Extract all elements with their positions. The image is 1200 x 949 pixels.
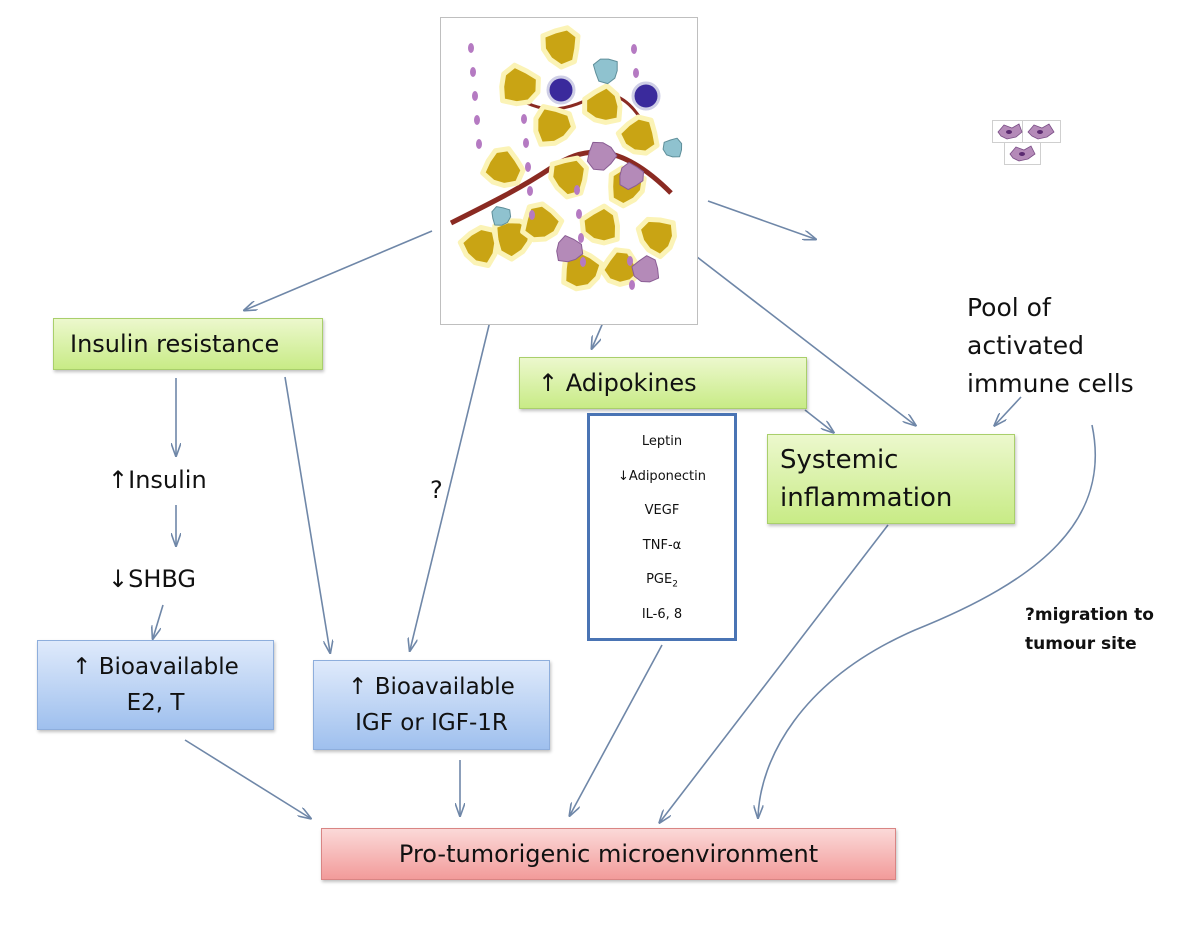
microenvironment-label: Pro-tumorigenic microenvironment (398, 840, 819, 868)
adipose-tissue-illustration (440, 17, 698, 325)
fibroblast-cell (491, 206, 512, 226)
immune-pool-label: Pool of activated immune cells (967, 289, 1134, 403)
arrow-e2-to-microenvironment (184, 739, 310, 818)
nucleus-mark (578, 233, 584, 243)
arrow-pool-to-inflammation (995, 396, 1022, 425)
arrow-image-to-igf (410, 279, 501, 650)
bioavailable-igf-label-line2: IGF or IGF-1R (355, 710, 508, 736)
shbg-label: ↓SHBG (108, 565, 197, 593)
nucleus-mark (529, 210, 535, 220)
immune-pool-label-line1: Pool of (967, 293, 1051, 322)
nucleus-mark (574, 185, 580, 195)
adipocyte-cell (480, 146, 526, 188)
adipokines-label: ↑ Adipokines (538, 369, 697, 397)
adipocyte-cell (520, 201, 565, 243)
adipokine-item-pge2: PGE2 (646, 568, 678, 603)
insulin-resistance-box: Insulin resistance (53, 318, 323, 370)
nucleus-mark (474, 115, 480, 125)
arrow-inflammation-to-microenvironment (660, 524, 889, 822)
bioavailable-e2-box: ↑ Bioavailable E2, T (37, 640, 274, 730)
adipokine-item-leptin: Leptin (641, 434, 683, 449)
adipokine-list-box: Leptin ↓Adiponectin VEGF TNF-α PGE2 IL-6… (587, 413, 737, 641)
nucleus-mark (631, 44, 637, 54)
nucleus-mark (627, 256, 633, 266)
adipocyte-cell (533, 104, 577, 147)
macrophage-cell (586, 141, 618, 171)
systemic-inflammation-label-line2: inflammation (780, 483, 953, 513)
nucleus-mark (527, 186, 533, 196)
insulin-resistance-label: Insulin resistance (70, 330, 280, 358)
adipocyte-cell (615, 114, 660, 156)
adipocyte-cell (457, 224, 500, 268)
fibroblast-cell (592, 58, 618, 85)
adipokine-item-pge-text: PGE (646, 572, 673, 587)
bioavailable-igf-label-line1: ↑ Bioavailable (348, 674, 515, 700)
lymphocyte-cell (546, 75, 576, 105)
adipokine-item-vegf: VEGF (644, 503, 680, 518)
insulin-label: ↑Insulin (108, 466, 207, 494)
adipokines-box: ↑ Adipokines (519, 357, 807, 409)
macrophage-cell (631, 255, 660, 283)
immune-pool-label-line2: activated (967, 331, 1084, 360)
nucleus-mark (633, 68, 639, 78)
nucleus-mark (523, 138, 529, 148)
adipokine-item-pge-subscript: 2 (672, 579, 678, 590)
adipocyte-cell (548, 155, 589, 200)
nucleus-mark (629, 280, 635, 290)
adipocyte-cell (540, 25, 581, 70)
macrophage-cell (556, 235, 584, 263)
nucleus-mark (576, 209, 582, 219)
adipokine-item-adiponectin: ↓Adiponectin (618, 468, 706, 484)
nucleus-mark (525, 162, 531, 172)
nucleus-mark (470, 67, 476, 77)
microenvironment-box: Pro-tumorigenic microenvironment (321, 828, 896, 880)
adipocyte-cell (499, 62, 541, 107)
arrow-image-to-insulin-resistance (245, 230, 433, 310)
arrow-image-to-right (707, 200, 815, 239)
immune-cells-thumbnail (992, 120, 1062, 166)
arrow-image-to-inflammation (687, 249, 915, 425)
question-mark-label: ? (430, 476, 443, 504)
arrow-adipokines-to-inflammation (804, 409, 833, 432)
arrow-migration-curve (758, 424, 1097, 817)
migration-label-line1: ?migration to (1025, 605, 1154, 625)
adipokine-item-il-6-8: IL-6, 8 (641, 606, 683, 622)
macrophage-cell (619, 162, 644, 191)
adipocyte-cell (635, 216, 677, 260)
arrow-shbg-to-e2 (153, 604, 164, 638)
arrow-list-to-microenvironment (570, 644, 663, 815)
immune-pool-label-line3: immune cells (967, 369, 1134, 398)
systemic-inflammation-label-line1: Systemic (780, 445, 899, 475)
arrow-insulin-resistance-to-igf (284, 376, 330, 652)
bioavailable-igf-box: ↑ Bioavailable IGF or IGF-1R (313, 660, 550, 750)
systemic-inflammation-box: Systemic inflammation (767, 434, 1015, 524)
nucleus-mark (476, 139, 482, 149)
nucleus-mark (580, 257, 586, 267)
migration-label: ?migration to tumour site (1025, 601, 1154, 659)
lymphocyte-cell (631, 81, 661, 111)
adipokine-item-tnf-alpha: TNF-α (642, 537, 682, 553)
migration-label-line2: tumour site (1025, 634, 1137, 654)
nucleus-mark (521, 114, 527, 124)
bioavailable-e2-label-line2: E2, T (126, 690, 185, 716)
nucleus-mark (468, 43, 474, 53)
bioavailable-e2-label-line1: ↑ Bioavailable (72, 654, 239, 680)
nucleus-mark (472, 91, 478, 101)
adipocyte-cell (579, 203, 620, 246)
fibroblast-cell (662, 137, 683, 158)
adipocyte-cell (582, 83, 623, 125)
